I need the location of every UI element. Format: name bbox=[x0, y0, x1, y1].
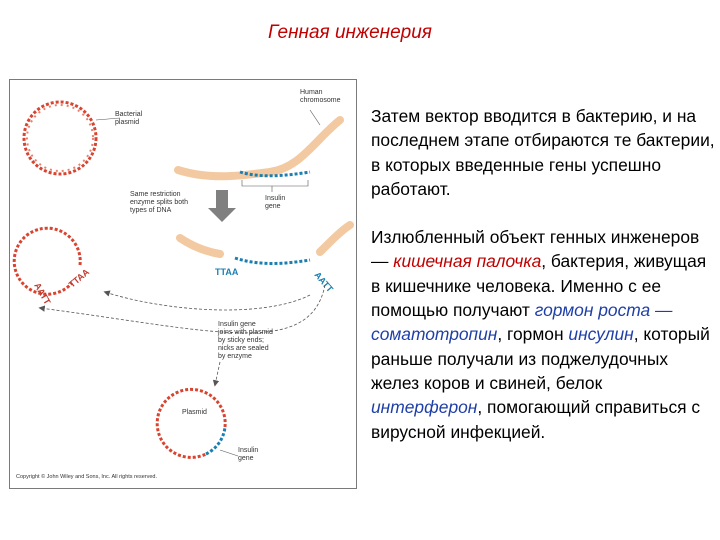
human-chromosome bbox=[174, 116, 344, 181]
insulin-gene-bottom-label-2: gene bbox=[238, 455, 254, 462]
link-interferon[interactable]: интерферон bbox=[371, 397, 478, 418]
paragraph-ecoli: Излюбленный объект генных инженеров — ки… bbox=[371, 225, 716, 444]
text-segment: Излюбленный объект генных инженеров — bbox=[371, 227, 700, 272]
plasmid-label: Plasmid bbox=[182, 409, 207, 416]
insulin-gene-label-2: gene bbox=[265, 203, 281, 210]
join-note-2: joins with plasmid bbox=[217, 329, 273, 336]
link-insulin[interactable]: инсулин bbox=[568, 324, 634, 345]
human-chromosome-label-2: chromosome bbox=[300, 97, 341, 104]
copyright-note: Copyright © John Wiley and Sons, Inc. Al… bbox=[16, 473, 157, 480]
sticky-end-mid: TTAA bbox=[215, 267, 239, 277]
join-note-1: Insulin gene bbox=[218, 321, 256, 328]
process-arrow-icon bbox=[208, 190, 236, 222]
restriction-note-1: Same restriction bbox=[130, 191, 181, 198]
link-growth-hormone[interactable]: гормон роста — соматотропин bbox=[371, 300, 673, 345]
text-segment: , бактерия, живущая в кишечнике человека… bbox=[371, 251, 707, 321]
bacterial-plasmid-label-1: Bacterial bbox=[115, 111, 143, 118]
join-note-5: by enzyme bbox=[218, 353, 252, 360]
insulin-gene-label-1: Insulin bbox=[265, 195, 285, 202]
cut-chromosome bbox=[176, 221, 354, 265]
human-chromosome-label-1: Human bbox=[300, 89, 323, 96]
link-ecoli[interactable]: кишечная палочка bbox=[393, 251, 542, 272]
restriction-note-2: enzyme splits both bbox=[130, 199, 188, 206]
paragraph-vector-intro: Затем вектор вводится в бактерию, и на п… bbox=[371, 106, 715, 199]
join-note-4: nicks are sealed bbox=[218, 345, 269, 352]
sticky-end-left-2: TTAA bbox=[67, 267, 92, 290]
restriction-note-3: types of DNA bbox=[130, 207, 172, 214]
page-title: Генная инженерия bbox=[268, 22, 432, 43]
insulin-gene-bottom-label-1: Insulin bbox=[238, 447, 258, 454]
bacterial-plasmid-label-2: plasmid bbox=[115, 119, 139, 126]
text-segment: , гормон bbox=[497, 324, 569, 345]
genetic-engineering-diagram: Bacterial plasmid Human chromosome Insul… bbox=[9, 79, 357, 489]
bacterial-plasmid-circle bbox=[22, 100, 98, 176]
text-segment: , помогающий справиться с вирусной инфек… bbox=[371, 397, 701, 442]
recombinant-plasmid-circle bbox=[155, 387, 227, 459]
text-segment: , который раньше получали из поджелудочн… bbox=[371, 324, 710, 393]
join-note-3: by sticky ends; bbox=[218, 337, 264, 344]
description-text: Затем вектор вводится в бактерию, и на п… bbox=[371, 104, 716, 444]
